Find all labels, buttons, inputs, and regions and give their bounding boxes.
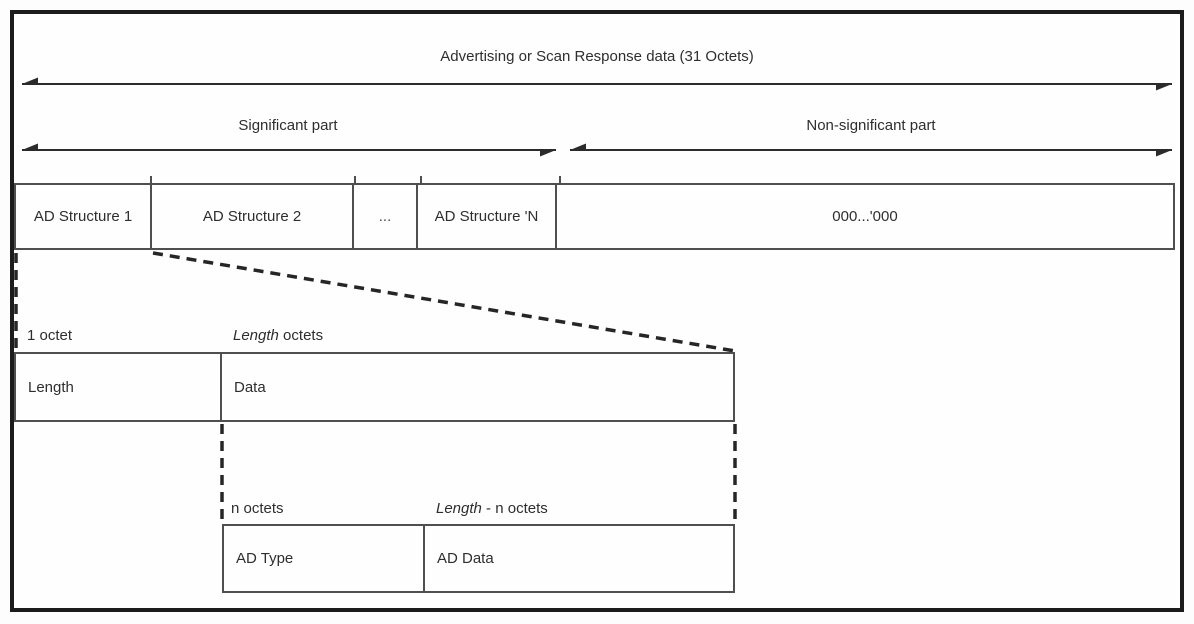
zero-padding-cell: 000...'000 (832, 208, 898, 225)
ad-type-cell: AD Type (224, 526, 425, 591)
data-cell: Data (234, 378, 266, 396)
dashed-guide-diagonal (152, 251, 736, 353)
n-octets-label: n octets (231, 500, 284, 517)
cell-divider-tick (150, 176, 152, 184)
ad-data-cell: AD Data (437, 550, 494, 567)
length-cell: Length (16, 354, 222, 420)
cell-divider-tick (420, 176, 422, 184)
diagram-outer-frame (10, 10, 1184, 612)
ad-structures-row: AD Structure 1 AD Structure 2 ... AD Str… (14, 183, 1175, 250)
ad-type-data-box: AD Type AD Data (222, 524, 735, 593)
cell-divider-tick (559, 176, 561, 184)
length-minus-n-octets-label: Length - n octets (436, 500, 548, 518)
one-octet-label: 1 octet (27, 327, 73, 344)
ad-structure-2-cell: AD Structure 2 (152, 185, 354, 248)
significant-part-label: Significant part (238, 117, 338, 134)
cell-divider-tick (354, 176, 356, 184)
length-octets-label: Length octets (233, 327, 323, 345)
ad-structure-n-cell: AD Structure 'N (418, 185, 557, 248)
length-data-box: Length Data (14, 352, 735, 422)
non-significant-part-label: Non-significant part (806, 117, 936, 134)
length-octets-italic: Length (233, 327, 279, 344)
length-minus-n-rest: - n octets (481, 500, 548, 517)
ellipsis-cell: ... (354, 185, 418, 248)
length-minus-n-italic: Length (436, 500, 482, 517)
ad-structure-1-cell: AD Structure 1 (16, 185, 152, 248)
total-width-label: Advertising or Scan Response data (31 Oc… (440, 48, 754, 65)
length-octets-rest: octets (278, 327, 324, 344)
